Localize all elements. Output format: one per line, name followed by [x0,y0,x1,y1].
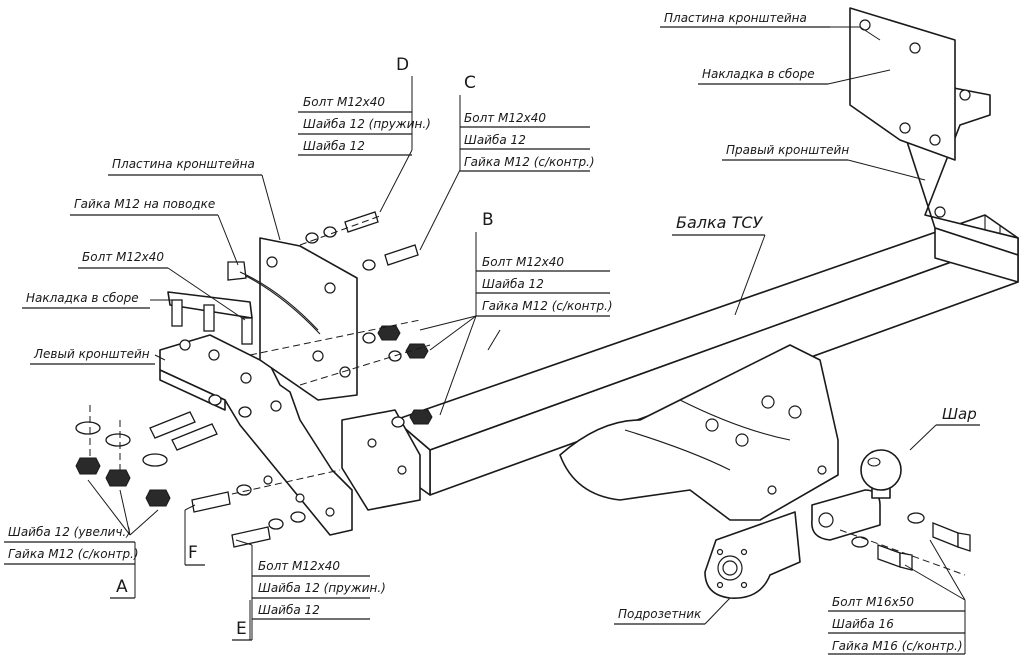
svg-text:Шайба 12 (увелич.): Шайба 12 (увелич.) [8,525,131,539]
label-bracket-plate-left: Пластина кронштейна [108,157,262,176]
hardware-group-b [249,319,433,428]
tow-ball [811,449,902,541]
svg-text:Гайка М12 на поводке: Гайка М12 на поводке [74,197,215,211]
label-ball: Шар [936,405,980,426]
callout-b: B Болт М12х40 Шайба 12 Гайка М12 (с/конт… [475,210,613,317]
label-overlay-right: Накладка в сборе [698,67,828,85]
callout-e: Болт М12х40 Шайба 12 (пружин.) Шайба 12 … [232,545,386,641]
svg-text:Шар: Шар [942,405,977,423]
right-bracket [849,7,1019,283]
hardware-group-d [299,211,381,246]
svg-text:Гайка М16 (с/контр.): Гайка М16 (с/контр.) [832,639,963,653]
lower-bracket-body [559,344,839,521]
label-beam: Балка ТСУ [672,213,765,236]
svg-text:Болт М12х40: Болт М12х40 [482,255,564,269]
svg-text:Гайка М12 (с/контр.): Гайка М12 (с/контр.) [464,155,595,169]
svg-text:Пластина кронштейна: Пластина кронштейна [112,157,255,171]
svg-text:Шайба 16: Шайба 16 [832,617,894,631]
left-bracket-plate [259,237,358,401]
left-overlay-assembly [167,261,321,345]
callout-ball-hardware: Болт М16х50 Шайба 16 Гайка М16 (с/контр.… [828,595,966,655]
label-bracket-plate-right: Пластина кронштейна [660,11,830,28]
svg-text:Шайба 12: Шайба 12 [464,133,526,147]
svg-text:Подрозетник: Подрозетник [618,607,702,621]
label-overlay-left: Накладка в сборе [22,291,150,309]
svg-text:D: D [396,55,409,75]
label-socket-plate: Подрозетник [614,607,705,625]
svg-text:Шайба 12: Шайба 12 [482,277,544,291]
callout-c: C Болт М12х40 Шайба 12 Гайка М12 (с/конт… [459,73,595,172]
svg-text:F: F [188,543,198,563]
svg-text:C: C [464,73,476,93]
svg-text:Накладка в сборе: Накладка в сборе [702,67,815,81]
svg-text:Левый кронштейн: Левый кронштейн [33,347,150,361]
callout-a: Шайба 12 (увелич.) Гайка М12 (с/контр.) … [4,525,139,599]
label-right-bracket: Правый кронштейн [722,143,849,161]
svg-text:Шайба 12 (пружин.): Шайба 12 (пружин.) [303,117,431,131]
hardware-group-a [75,405,171,507]
svg-text:Правый кронштейн: Правый кронштейн [726,143,849,157]
svg-text:E: E [236,619,247,639]
callout-f: F [185,543,205,566]
label-bolt-left: Болт М12х40 [78,250,168,269]
svg-text:Шайба 12: Шайба 12 [258,603,320,617]
svg-text:Болт М16х50: Болт М16х50 [832,595,914,609]
label-nut-on-leash: Гайка М12 на поводке [70,197,218,216]
svg-text:Болт М12х40: Болт М12х40 [303,95,385,109]
svg-text:Гайка М12 (с/контр.): Гайка М12 (с/контр.) [482,299,613,313]
bolts-b-group [149,394,252,451]
svg-text:Болт М12х40: Болт М12х40 [258,559,340,573]
label-left-bracket: Левый кронштейн [30,347,155,365]
svg-text:Накладка в сборе: Накладка в сборе [26,291,139,305]
svg-text:Пластина кронштейна: Пластина кронштейна [664,11,807,25]
beam-end-plate [341,409,421,511]
ball-hardware [839,512,971,576]
svg-text:A: A [116,577,128,597]
callout-d: D Болт М12х40 Шайба 12 (пружин.) Шайба 1… [298,55,431,156]
socket-plate [704,511,801,599]
hardware-group-c [362,244,419,271]
svg-text:Болт М12х40: Болт М12х40 [464,111,546,125]
leader-lines [87,26,966,640]
svg-text:Балка ТСУ: Балка ТСУ [676,213,764,232]
svg-text:Шайба 12 (пружин.): Шайба 12 (пружин.) [258,581,386,595]
svg-text:Шайба 12: Шайба 12 [303,139,365,153]
svg-text:B: B [482,210,494,230]
svg-text:Болт М12х40: Болт М12х40 [82,250,164,264]
svg-text:Гайка М12 (с/контр.): Гайка М12 (с/контр.) [8,547,139,561]
